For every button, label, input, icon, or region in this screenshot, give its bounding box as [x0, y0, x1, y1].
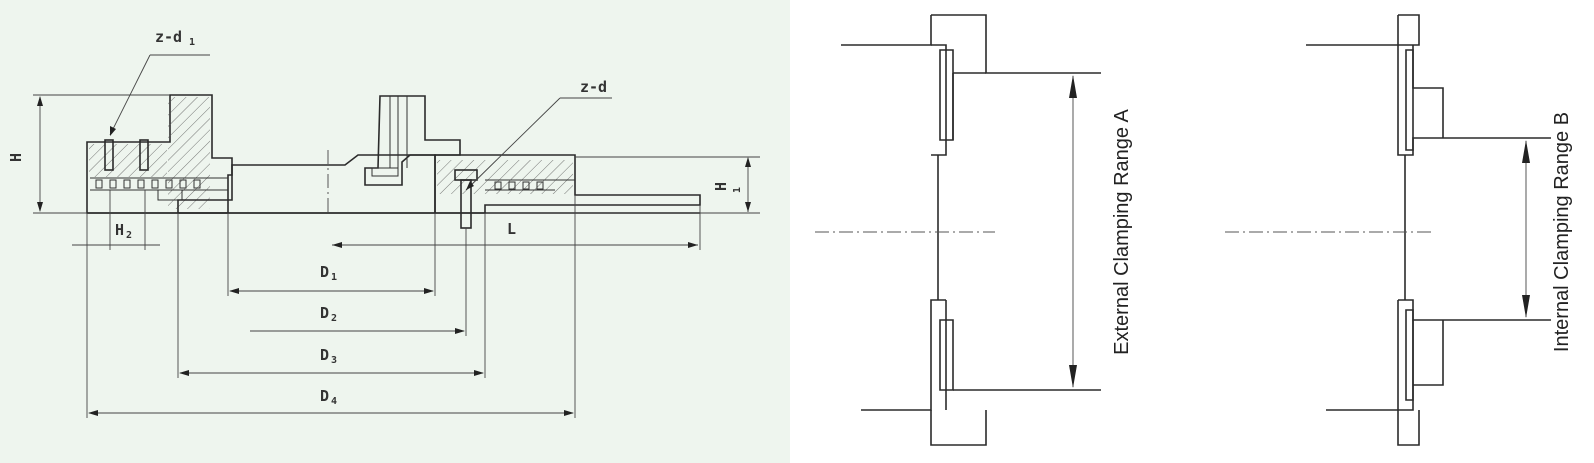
label-D3-sub: 3 [331, 355, 337, 366]
label-D3: D [320, 346, 329, 364]
label-D2-sub: 2 [331, 313, 337, 324]
label-zd1: z-d [155, 28, 182, 46]
label-H1-sub: 1 [732, 187, 743, 193]
chuck-section-drawing [86, 94, 701, 229]
internal-clamping-diagram [1225, 14, 1551, 446]
label-H1: H [712, 182, 730, 191]
label-D1: D [320, 263, 329, 281]
internal-clamping-range-label: Internal Clamping Range B [1551, 112, 1573, 352]
label-L: L [507, 220, 516, 238]
left-panel-background [0, 0, 790, 463]
label-zd: z-d [580, 78, 607, 96]
right-rack-teeth [494, 181, 544, 190]
label-D2: D [320, 304, 329, 322]
external-clamping-diagram [815, 14, 1101, 446]
label-D4-sub: 4 [331, 396, 337, 407]
external-clamping-range-label: External Clamping Range A [1111, 108, 1133, 354]
dimension-labels: H H 1 H 2 L D 1 D 2 D 3 D 4 z-d 1 z-d [7, 28, 743, 407]
label-D4: D [320, 387, 329, 405]
label-H2-sub: 2 [126, 230, 132, 241]
label-zd1-sub: 1 [189, 37, 195, 48]
center-jaw [364, 95, 461, 186]
left-rack-teeth [95, 179, 201, 189]
label-H2: H [115, 221, 124, 239]
label-H: H [7, 153, 25, 162]
label-D1-sub: 1 [331, 272, 337, 283]
dimension-lines [33, 54, 760, 418]
